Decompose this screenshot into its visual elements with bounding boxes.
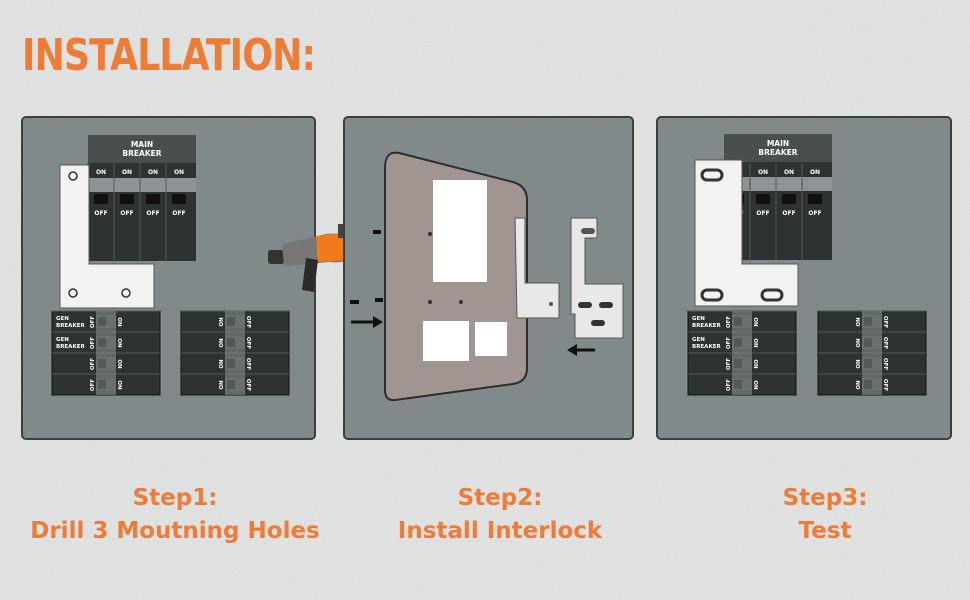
- gen-label: GEN: [692, 316, 705, 322]
- interlock-bracket: [514, 217, 560, 319]
- step3-caption: Step3: Test: [670, 482, 970, 548]
- svg-text:ON: ON: [219, 359, 225, 369]
- svg-text:ON: ON: [752, 359, 758, 369]
- svg-text:ON: ON: [219, 317, 225, 327]
- svg-text:ON: ON: [752, 338, 758, 348]
- svg-text:BREAKER: BREAKER: [692, 344, 721, 350]
- svg-text:OFF: OFF: [90, 379, 96, 391]
- interlock-plate: [59, 164, 155, 309]
- svg-text:ON: ON: [752, 317, 758, 327]
- on-label: ON: [122, 169, 132, 176]
- step2-panel-illustration: [343, 116, 634, 440]
- step2-text: Install Interlock: [397, 518, 603, 544]
- on-label: ON: [148, 169, 158, 176]
- svg-text:BREAKER: BREAKER: [56, 323, 85, 329]
- on-label: ON: [174, 169, 184, 176]
- svg-text:OFF: OFF: [90, 358, 96, 370]
- on-label: ON: [758, 169, 768, 176]
- svg-text:ON: ON: [856, 317, 862, 327]
- svg-text:OFF: OFF: [882, 358, 888, 370]
- svg-text:ON: ON: [856, 359, 862, 369]
- off-label: OFF: [782, 210, 795, 217]
- arrow-left-icon: [567, 344, 595, 356]
- svg-text:ON: ON: [116, 317, 122, 327]
- svg-text:ON: ON: [116, 359, 122, 369]
- off-label: OFF: [146, 210, 159, 217]
- svg-text:MAIN: MAIN: [767, 139, 789, 148]
- svg-text:ON: ON: [219, 338, 225, 348]
- step1-text: Drill 3 Moutning Holes: [30, 518, 320, 544]
- svg-text:BREAKER: BREAKER: [56, 344, 85, 350]
- step3-text: Test: [798, 518, 852, 544]
- svg-text:OFF: OFF: [245, 316, 251, 328]
- svg-text:OFF: OFF: [726, 358, 732, 370]
- main-breaker-label-line1: MAIN: [131, 140, 153, 149]
- off-label: OFF: [94, 210, 107, 217]
- gen-label: GEN: [56, 316, 69, 322]
- step2-heading: Step2:: [457, 485, 543, 511]
- step1-heading: Step1:: [132, 485, 218, 511]
- off-label: OFF: [808, 210, 821, 217]
- main-breaker-block: MAIN BREAKER ON OFF ON OFF ON OFF ON OFF: [87, 135, 196, 261]
- svg-text:BREAKER: BREAKER: [692, 323, 721, 329]
- arrow-right-icon: [351, 316, 383, 328]
- svg-text:OFF: OFF: [882, 337, 888, 349]
- svg-text:ON: ON: [116, 338, 122, 348]
- svg-text:OFF: OFF: [90, 316, 96, 328]
- svg-text:ON: ON: [116, 380, 122, 390]
- gen-label: GEN: [56, 337, 69, 343]
- page-title: INSTALLATION:: [22, 30, 316, 81]
- svg-text:OFF: OFF: [882, 379, 888, 391]
- step3-heading: Step3:: [782, 485, 868, 511]
- svg-text:ON: ON: [752, 380, 758, 390]
- svg-text:OFF: OFF: [726, 337, 732, 349]
- svg-text:OFF: OFF: [882, 316, 888, 328]
- svg-text:BREAKER: BREAKER: [758, 148, 797, 157]
- on-label: ON: [96, 169, 106, 176]
- off-label: OFF: [120, 210, 133, 217]
- svg-text:OFF: OFF: [90, 337, 96, 349]
- svg-text:OFF: OFF: [245, 379, 251, 391]
- gen-label: GEN: [692, 337, 705, 343]
- svg-text:OFF: OFF: [726, 316, 732, 328]
- off-label: OFF: [756, 210, 769, 217]
- on-label: ON: [784, 169, 794, 176]
- svg-text:ON: ON: [219, 380, 225, 390]
- interlock-plate: [694, 159, 799, 307]
- off-label: OFF: [172, 210, 185, 217]
- on-label: ON: [810, 169, 820, 176]
- main-breaker-label-line2: BREAKER: [122, 149, 161, 158]
- step2-caption: Step2: Install Interlock: [345, 482, 655, 548]
- svg-text:OFF: OFF: [245, 358, 251, 370]
- step1-caption: Step1: Drill 3 Moutning Holes: [20, 482, 330, 548]
- svg-text:OFF: OFF: [245, 337, 251, 349]
- svg-text:ON: ON: [856, 380, 862, 390]
- svg-text:OFF: OFF: [726, 379, 732, 391]
- svg-text:ON: ON: [856, 338, 862, 348]
